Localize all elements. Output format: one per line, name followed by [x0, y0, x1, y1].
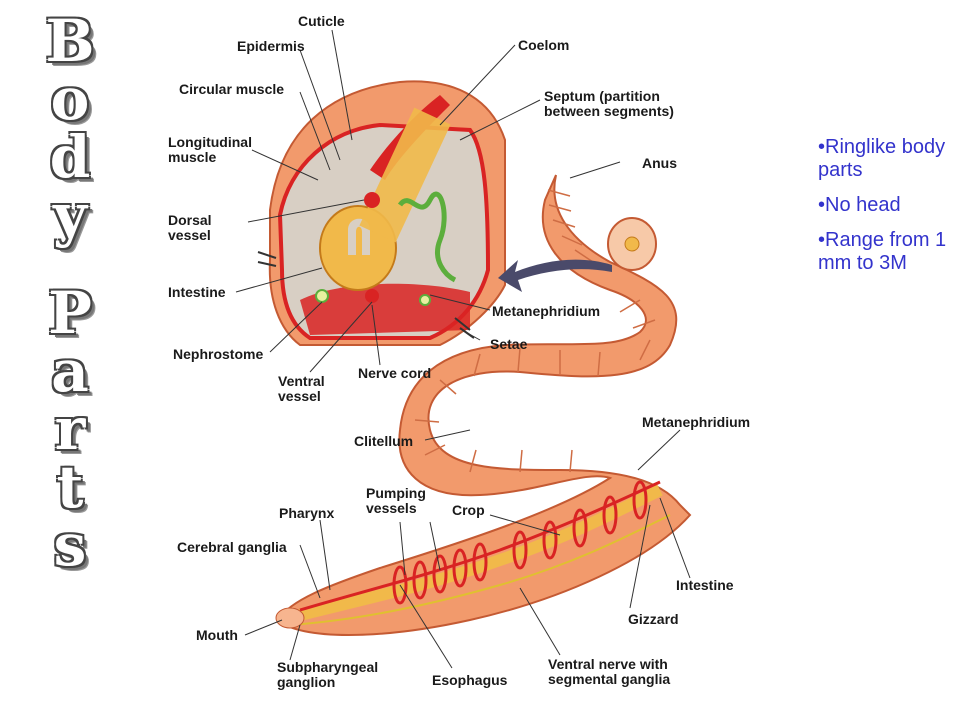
- bullet-list: •Ringlike body parts •No head •Range fro…: [818, 136, 958, 287]
- worm-segments: [414, 189, 656, 473]
- label-esophagus: Esophagus: [432, 672, 508, 688]
- label-gizzard: Gizzard: [628, 611, 679, 627]
- bullet-item: •Ringlike body parts: [818, 136, 946, 181]
- label-intestine-bottom: Intestine: [676, 577, 734, 593]
- dorsal-vessel-section: [364, 192, 380, 208]
- ventral-vessel-section: [365, 289, 379, 303]
- title-letter: s: [53, 511, 87, 579]
- digestive-tract: [298, 484, 663, 621]
- dorsal-blood-vessel: [299, 480, 661, 612]
- label-ventral-nerve: Ventral nerve with segmental ganglia: [548, 656, 671, 687]
- title-letter: o: [50, 65, 90, 133]
- label-longitudinal-muscle: Longitudinal muscle: [168, 134, 252, 165]
- nephrostome-marker: [315, 289, 329, 303]
- title-letter: d: [49, 123, 91, 191]
- title-letter: y: [53, 181, 87, 249]
- label-mouth: Mouth: [196, 627, 238, 643]
- label-metanephridium-right: Metanephridium: [642, 414, 751, 430]
- pumping-vessel-rings: [392, 480, 648, 605]
- metanephridium-coil: [397, 191, 457, 283]
- bullet-item: •Range from 1 mm to 3M: [818, 229, 947, 274]
- label-ventral-vessel: Ventral vessel: [278, 373, 325, 404]
- bullet-item: •No head: [818, 194, 901, 216]
- label-pharynx: Pharynx: [279, 505, 335, 521]
- vertical-title: B o d y P a r t s: [30, 12, 110, 574]
- label-metanephridium: Metanephridium: [492, 303, 601, 319]
- label-clitellum: Clitellum: [354, 433, 414, 449]
- label-nerve-cord: Nerve cord: [358, 365, 432, 381]
- title-letter: r: [54, 395, 86, 463]
- label-anus: Anus: [642, 155, 677, 171]
- section-arrow: [498, 259, 612, 292]
- label-cerebral-ganglia: Cerebral ganglia: [177, 539, 287, 555]
- title-letter: B: [45, 7, 95, 75]
- head-end: [275, 607, 305, 629]
- leader-lines: [235, 29, 691, 669]
- label-epidermis: Epidermis: [237, 38, 305, 54]
- label-cuticle: Cuticle: [298, 13, 345, 29]
- gut-tube: [359, 107, 451, 243]
- title-letter: a: [51, 337, 89, 405]
- label-nephrostome: Nephrostome: [173, 346, 264, 362]
- label-crop: Crop: [452, 502, 485, 518]
- ventral-nerve-cord: [289, 514, 671, 626]
- title-letter: P: [48, 279, 92, 347]
- label-septum: Septum (partition between segments): [544, 88, 674, 119]
- label-circular-muscle: Circular muscle: [179, 81, 285, 97]
- label-intestine: Intestine: [168, 284, 226, 300]
- label-setae: Setae: [490, 336, 528, 352]
- title-letter: t: [56, 453, 84, 521]
- label-subpharyngeal-ganglion: Subpharyngeal ganglion: [277, 659, 379, 690]
- label-dorsal-vessel: Dorsal vessel: [168, 212, 212, 243]
- label-pumping-vessels: Pumping vessels: [366, 485, 426, 516]
- label-coelom: Coelom: [518, 37, 570, 53]
